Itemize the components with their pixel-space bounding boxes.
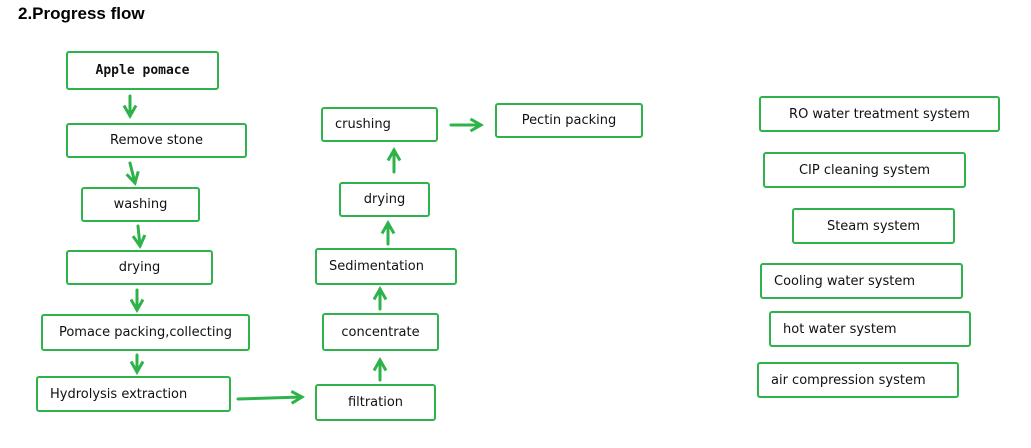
box-drying-middle: drying — [339, 182, 430, 217]
box-washing: washing — [81, 187, 200, 222]
box-cooling-water-system: Cooling water system — [760, 263, 963, 299]
box-sedimentation: Sedimentation — [315, 248, 457, 285]
box-filtration: filtration — [315, 384, 436, 421]
box-hot-water-system: hot water system — [769, 311, 971, 347]
page-title: 2.Progress flow — [18, 4, 145, 23]
box-steam-system: Steam system — [792, 208, 955, 244]
box-hydrolysis-extraction: Hydrolysis extraction — [36, 376, 231, 412]
box-drying-left: drying — [66, 250, 213, 285]
arrow-down-3 — [131, 224, 147, 250]
box-ro-water-system: RO water treatment system — [759, 96, 1000, 132]
box-pectin-packing: Pectin packing — [495, 103, 643, 138]
box-pomace-packing: Pomace packing,collecting — [41, 314, 250, 351]
arrow-down-2 — [125, 161, 140, 186]
box-air-compression-system: air compression system — [757, 362, 959, 398]
box-remove-stone: Remove stone — [66, 123, 247, 158]
box-cip-cleaning-system: CIP cleaning system — [763, 152, 966, 188]
arrow-right-to-filtration — [236, 390, 306, 405]
box-concentrate: concentrate — [322, 313, 439, 351]
box-crushing: crushing — [321, 107, 438, 142]
box-apple-pomace: Apple pomace — [66, 51, 219, 90]
